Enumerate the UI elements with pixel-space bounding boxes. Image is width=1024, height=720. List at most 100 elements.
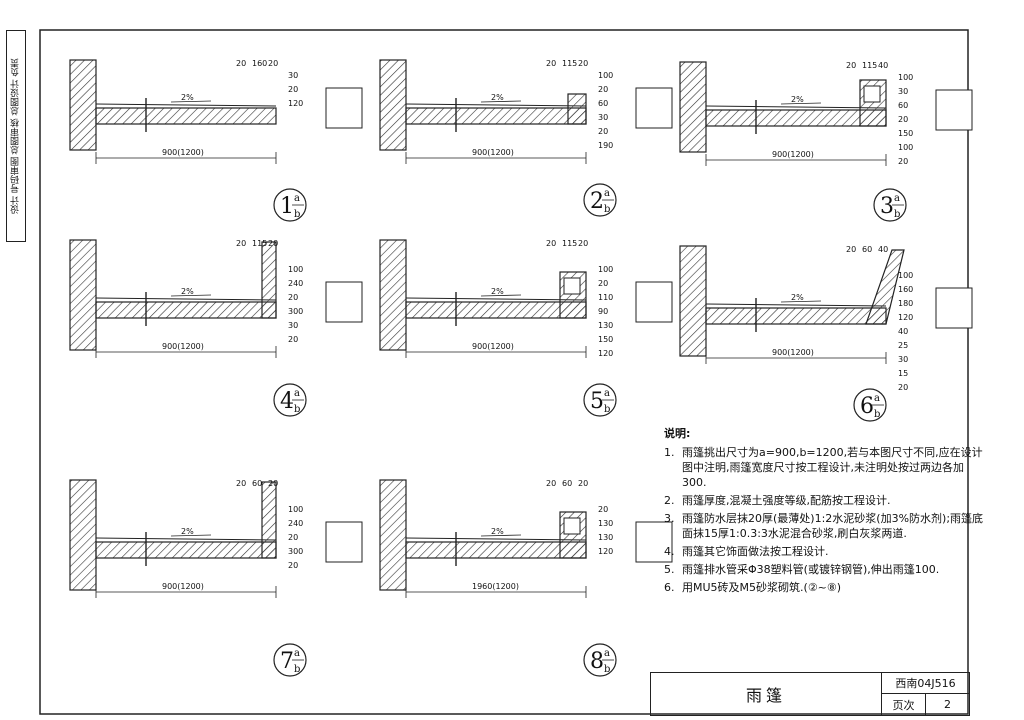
wall-section xyxy=(379,239,407,351)
screed-line xyxy=(95,103,277,107)
dim-label: 100 xyxy=(898,73,913,82)
dim-label: 160 xyxy=(898,285,913,294)
dim-label: 40 xyxy=(878,61,888,70)
dim-label: 130 xyxy=(598,533,613,542)
edge-void xyxy=(863,85,881,103)
page-number: 2 xyxy=(944,698,951,711)
screed-line xyxy=(705,105,887,109)
dim-label: 240 xyxy=(288,519,303,528)
dim-label: 100 xyxy=(288,505,303,514)
span-label: 900(1200) xyxy=(472,342,514,351)
dim-label: 20 xyxy=(898,115,908,124)
dim-label: 20 xyxy=(268,59,278,68)
detail-number: 6 xyxy=(860,394,874,419)
wall-section xyxy=(379,59,407,151)
dim-label: 20 xyxy=(846,245,856,254)
dim-label: 60 xyxy=(898,101,908,110)
span-label: 900(1200) xyxy=(772,348,814,357)
dim-label: 20 xyxy=(598,505,608,514)
detail-callout-circle xyxy=(853,388,887,422)
page-label: 页次 xyxy=(882,694,926,715)
dim-label: 20 xyxy=(578,479,588,488)
detail-variant-a: a xyxy=(894,193,900,204)
dim-label: 20 xyxy=(236,59,246,68)
dim-label: 115 xyxy=(252,239,267,248)
screed-line xyxy=(95,537,277,541)
dim-label: 20 xyxy=(578,59,588,68)
dim-label: 20 xyxy=(236,479,246,488)
dim-label: 20 xyxy=(846,61,856,70)
dim-label: 30 xyxy=(288,321,298,330)
edge-void xyxy=(563,277,581,295)
slope-label: 2% xyxy=(491,527,504,536)
dim-label: 30 xyxy=(598,113,608,122)
wall-section xyxy=(69,59,97,151)
dim-label: 120 xyxy=(898,313,913,322)
detail-callout-circle xyxy=(583,383,617,417)
screed-line xyxy=(705,303,887,307)
detail-variant-b: b xyxy=(294,209,300,220)
dim-label: 40 xyxy=(878,245,888,254)
slope-label: 2% xyxy=(181,527,194,536)
sloped-upturn xyxy=(865,249,905,325)
dim-label: 60 xyxy=(598,99,608,108)
dim-label: 20 xyxy=(598,279,608,288)
screed-line xyxy=(95,297,277,301)
detail-number: 2 xyxy=(590,189,604,214)
dim-label: 120 xyxy=(598,547,613,556)
screed-line xyxy=(405,103,587,107)
dim-label: 20 xyxy=(578,239,588,248)
upturn-wall xyxy=(261,241,277,319)
wall-section xyxy=(679,61,707,153)
notes-block: 说明: 1.雨篷挑出尺寸为a=900,b=1200,若与本图尺寸不同,应在设计图… xyxy=(664,426,984,598)
span-label: 900(1200) xyxy=(472,148,514,157)
canopy-slab xyxy=(705,307,887,325)
dim-label: 60 xyxy=(862,245,872,254)
canopy-slab xyxy=(705,109,887,127)
dim-label: 20 xyxy=(236,239,246,248)
dim-label: 30 xyxy=(898,87,908,96)
detail-variant-a: a xyxy=(294,193,300,204)
dim-label: 20 xyxy=(546,59,556,68)
detail-callout-circle xyxy=(273,188,307,222)
dim-label: 100 xyxy=(288,265,303,274)
note-item: 4.雨篷其它饰面做法按工程设计. xyxy=(664,545,829,558)
drawing-name: 雨篷 xyxy=(651,673,882,715)
upturn-wall xyxy=(261,481,277,559)
note-item: 3.雨篷防水层抹20厚(最薄处)1:2水泥砂浆(加3%防水剂);雨篷底面抹15厚… xyxy=(664,512,984,540)
dim-label: 20 xyxy=(288,335,298,344)
detail-variant-b: b xyxy=(294,404,300,415)
dim-label: 20 xyxy=(546,239,556,248)
dim-label: 100 xyxy=(898,271,913,280)
edge-section-block xyxy=(935,287,973,329)
dim-label: 20 xyxy=(268,479,278,488)
span-label: 900(1200) xyxy=(162,582,204,591)
screed-line xyxy=(405,297,587,301)
detail-variant-b: b xyxy=(604,664,610,675)
dim-label: 150 xyxy=(898,129,913,138)
dim-label: 30 xyxy=(898,355,908,364)
span-label: 1960(1200) xyxy=(472,582,519,591)
edge-section-block xyxy=(325,521,363,563)
detail-number: 1 xyxy=(280,194,294,219)
note-item: 2.雨篷厚度,混凝土强度等级,配筋按工程设计. xyxy=(664,494,891,507)
dim-label: 130 xyxy=(598,321,613,330)
edge-section-block xyxy=(635,281,673,323)
edge-section-block xyxy=(935,89,973,131)
detail-number: 3 xyxy=(880,194,894,219)
slope-label: 2% xyxy=(491,93,504,102)
detail-variant-a: a xyxy=(294,648,300,659)
dim-label: 120 xyxy=(598,349,613,358)
edge-section-block xyxy=(635,87,673,129)
dim-label: 150 xyxy=(598,335,613,344)
dim-label: 20 xyxy=(898,383,908,392)
dim-label: 40 xyxy=(898,327,908,336)
note-item: 1.雨篷挑出尺寸为a=900,b=1200,若与本图尺寸不同,应在设计图中注明,… xyxy=(664,446,983,489)
